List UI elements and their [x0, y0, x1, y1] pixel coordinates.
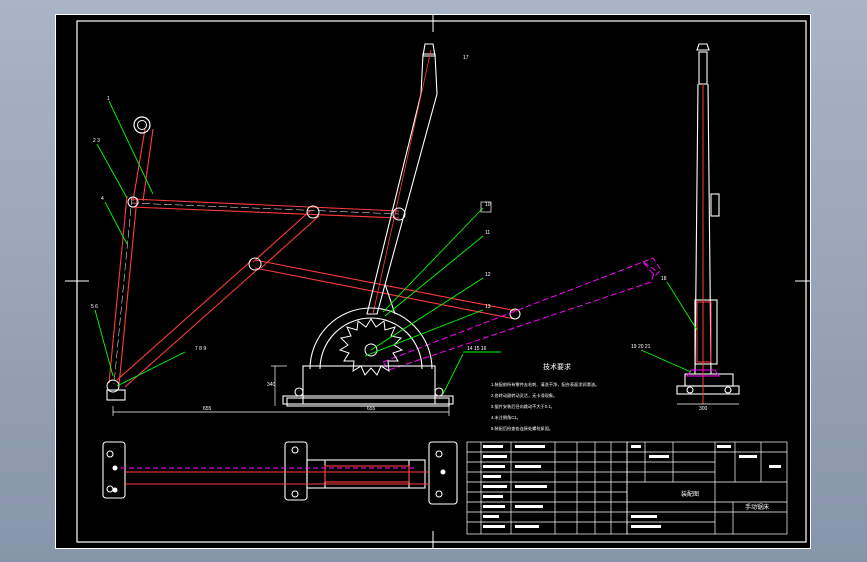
- base-plate: [106, 387, 450, 407]
- svg-text:2 3: 2 3: [93, 138, 100, 144]
- note-2: 2.各转动副转动灵活，无卡滞现象。: [491, 392, 557, 399]
- joints: [106, 196, 521, 393]
- dim-right-length: 655: [367, 406, 376, 412]
- svg-text:7 8 9: 7 8 9: [195, 346, 206, 352]
- hand-ring-inner: [137, 120, 147, 130]
- note-1: 1.装配前所有零件去毛刺、清洗干净，配合表面涂润滑油。: [491, 381, 599, 388]
- outer-border: [55, 14, 811, 549]
- dim-left-height: 340: [267, 382, 276, 388]
- drawing-sheet: 655 655 340: [55, 14, 811, 549]
- leader-lines: [94, 100, 501, 395]
- centering-marks: [65, 14, 811, 549]
- dimension-lines: [112, 365, 450, 416]
- title-name: 装配图: [681, 490, 699, 498]
- upper-link: [130, 198, 400, 219]
- svg-text:14 15 16: 14 15 16: [467, 346, 487, 352]
- mid-link: [252, 209, 320, 269]
- svg-text:4: 4: [101, 196, 104, 202]
- note-3: 3.锯片安装后径向跳动不大于0.1。: [491, 403, 555, 410]
- side-view: 18 19 20 21 300: [631, 43, 740, 412]
- cad-drawing: 655 655 340: [55, 14, 811, 549]
- parts-list-glyph-rows: [483, 445, 781, 528]
- notes-title: 技术要求: [543, 362, 571, 371]
- svg-text:19 20 21: 19 20 21: [631, 344, 651, 350]
- top-view: [102, 441, 458, 505]
- svg-text:1: 1: [107, 96, 110, 102]
- title-drawing-no: 手动锯床: [745, 503, 769, 511]
- svg-text:10: 10: [485, 202, 491, 208]
- part-numbers: 1 2 3 4 5 6 7 8 9 10 11 12 13 14 15 16 1…: [91, 55, 491, 352]
- svg-text:13: 13: [485, 304, 491, 310]
- note-5: 5.装配后检查各连接处螺栓紧固。: [491, 425, 553, 432]
- inner-frame: [76, 20, 807, 543]
- dim-side-width: 300: [699, 406, 708, 412]
- title-block: [626, 441, 788, 535]
- svg-text:12: 12: [485, 272, 491, 278]
- front-view: 655 655 340: [91, 43, 662, 416]
- balloon-box: [480, 201, 492, 213]
- top-arm: [132, 128, 154, 202]
- phantom-lever: [382, 257, 662, 371]
- hand-ring: [133, 116, 151, 134]
- saw-blade: [338, 318, 404, 376]
- svg-text:5 6: 5 6: [91, 304, 98, 310]
- svg-text:11: 11: [485, 230, 490, 236]
- note-4: 4.未注倒角C1。: [491, 414, 521, 421]
- technical-notes: 技术要求 1.装配前所有零件去毛刺、清洗干净，配合表面涂润滑油。 2.各转动副转…: [491, 362, 599, 432]
- svg-text:17: 17: [463, 55, 469, 61]
- main-lever: [366, 43, 438, 315]
- lever-centerline: [372, 49, 432, 315]
- lower-link: [116, 260, 260, 388]
- saw-housing: [282, 307, 454, 405]
- left-leg: [108, 195, 138, 386]
- side-label: 18: [661, 276, 667, 282]
- dim-base-length: 655: [203, 406, 212, 412]
- parts-list: [466, 441, 628, 535]
